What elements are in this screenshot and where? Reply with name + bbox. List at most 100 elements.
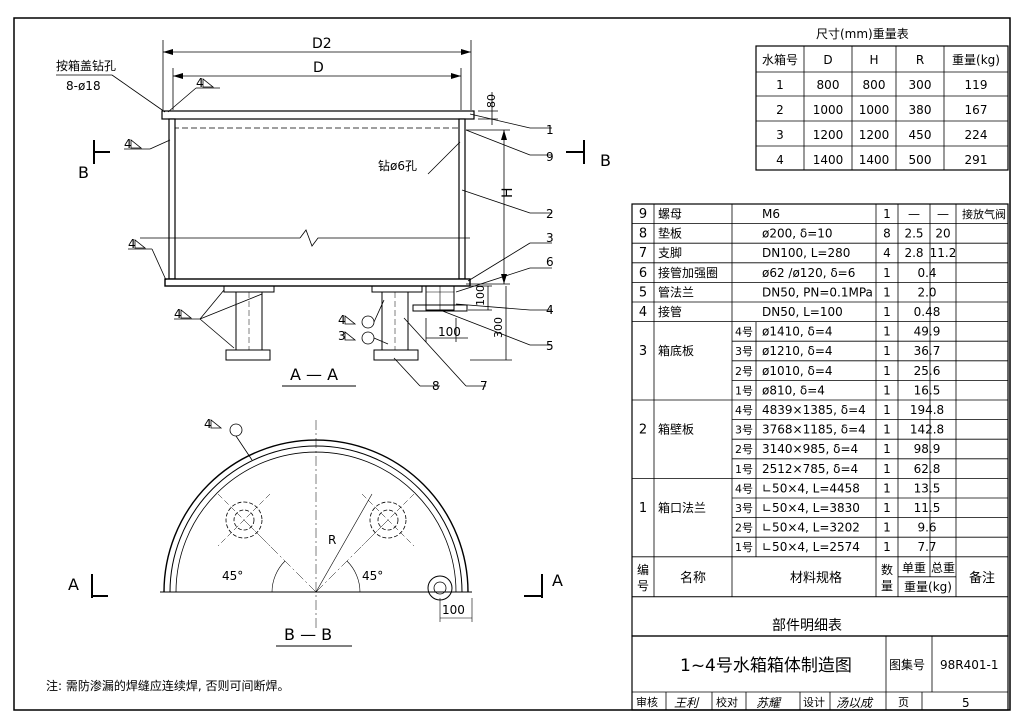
callout-3: 3 [546,231,554,245]
section-b-left: B [78,163,89,182]
size-table-cell: 1400 [859,153,890,167]
support-leg-left [223,285,275,361]
part-spec: ø200, δ=10 [762,227,833,241]
header-spec: 材料规格 [790,570,842,586]
callout-1: 1 [546,123,554,137]
size-table-header: 水箱号 [762,52,798,67]
part-unit-weight: 36.7 [914,344,941,358]
atlas-number: 98R401-1 [940,658,998,672]
review-label: 审核 [636,695,658,709]
part-name: 螺母 [658,207,682,221]
part-unit-weight: 194.8 [910,403,944,417]
part-name: 垫板 [658,226,682,241]
size-table-cell: 1200 [813,128,844,142]
part-variant: 4号 [735,404,753,417]
part-total-weight: — [937,207,949,221]
part-unit-weight: 9.6 [917,521,936,535]
part-spec: ∟50×4, L=4458 [762,481,860,495]
section-bb-title: B — B [284,625,332,644]
part-quantity: 4 [883,246,891,260]
drawing-title: 1~4号水箱箱体制造图 [680,656,852,676]
part-spec: 3140×985, δ=4 [762,442,858,456]
callout-8: 8 [432,379,440,393]
dim-80: 80 [485,94,498,108]
part-name: 箱壁板 [658,421,694,436]
header-number: 号 [637,579,649,593]
part-quantity: 8 [883,227,891,241]
part-spec: ∟50×4, L=2574 [762,540,860,554]
header-number: 编 [637,562,649,577]
support-leg-right [371,285,423,361]
section-aa-title: A — A [290,365,338,384]
angle-left: 45° [222,569,243,583]
part-total-weight: 20 [935,227,950,241]
part-quantity: 1 [883,364,891,378]
part-name: 接管加强圈 [658,265,718,280]
part-unit-weight: 62.8 [914,462,941,476]
part-quantity: 1 [883,305,891,319]
part-unit-weight: 7.7 [917,540,936,554]
size-table-cell: 380 [909,103,932,117]
title-block: 1~4号水箱箱体制造图 图集号 98R401-1 审核 王利 校对 苏耀 设计 … [631,635,1009,711]
part-spec: ø810, δ=4 [762,383,825,397]
dim-r: R [328,533,336,547]
leg-hole-left [217,493,271,547]
part-unit-weight: 16.5 [914,383,941,397]
part-variant: 4号 [735,326,753,339]
part-spec: ∟50×4, L=3202 [762,521,860,535]
part-spec: M6 [762,207,780,221]
dim-d2: D2 [312,36,332,52]
part-remark: 接放气阀 [962,207,1006,221]
part-quantity: 1 [883,285,891,299]
header-unit-weight: 单重 [902,561,926,575]
part-number: 1 [639,501,647,516]
size-table-cell: 3 [776,128,784,142]
part-unit-weight: 13.5 [914,481,941,495]
part-spec: 3768×1185, δ=4 [762,423,866,437]
section-a-left: A [68,575,79,594]
dim-100-plan: 100 [442,603,465,617]
callout-5: 5 [546,339,554,353]
part-spec: ∟50×4, L=3830 [762,501,860,515]
section-a-right: A [552,571,563,590]
header-name: 名称 [680,570,706,586]
part-unit-weight: 0.48 [914,305,941,319]
part-quantity: 1 [883,501,891,515]
part-name: 接管 [658,304,682,319]
part-spec: ø1210, δ=4 [762,344,833,358]
callout-6: 6 [546,255,554,269]
dim-300: 300 [492,317,505,338]
lid-hole-spec: 8-ø18 [66,79,101,93]
part-name: 箱口法兰 [658,500,706,515]
section-b-right: B [600,151,611,170]
parts-table-title: 部件明细表 [772,618,842,634]
size-table-cell: 2 [776,103,784,117]
callout-2: 2 [546,207,554,221]
section-aa-view: D2 D 按箱盖钻孔 8-ø18 80 H [56,36,611,393]
callout-9: 9 [546,150,554,164]
header-total-weight: 总重 [931,561,955,575]
size-table-title: 尺寸(mm)重量表 [816,27,909,41]
part-spec: 4839×1385, δ=4 [762,403,866,417]
part-spec: DN50, L=100 [762,305,843,319]
page-number: 5 [962,696,970,710]
angle-right: 45° [362,569,383,583]
review-sign: 王利 [674,696,700,710]
part-quantity: 1 [883,481,891,495]
part-quantity: 1 [883,442,891,456]
size-table-cell: 119 [965,78,988,92]
part-unit-weight: 49.9 [914,325,941,339]
weld-symbol-leg: 4 [174,307,182,321]
check-label: 校对 [716,695,738,709]
weld-symbol-top: 4 [196,76,204,90]
size-table-cell: 167 [965,103,988,117]
size-table-header: H [869,53,878,67]
dim-d: D [313,60,324,76]
header-weight-unit: 重量(kg) [904,580,952,594]
part-quantity: 1 [883,540,891,554]
part-variant: 3号 [735,424,753,437]
hole-label: 钻ø6孔 [378,158,417,173]
part-quantity: 1 [883,325,891,339]
